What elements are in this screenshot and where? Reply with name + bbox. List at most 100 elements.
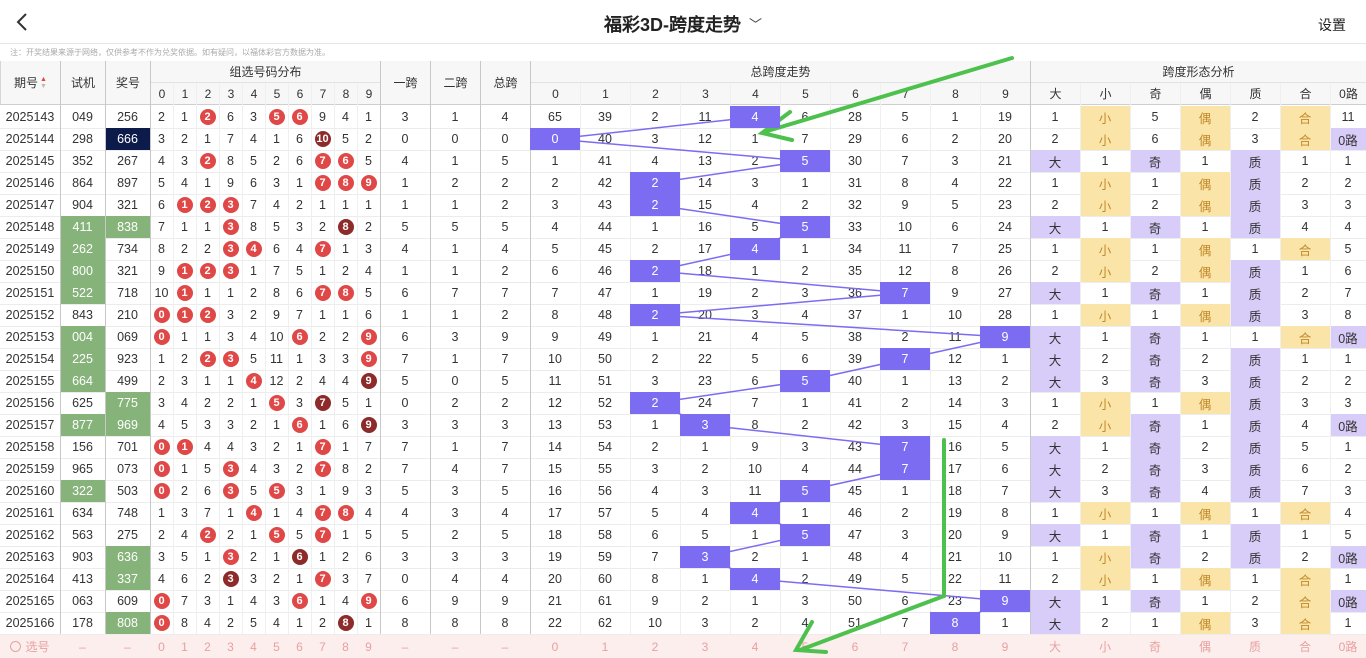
dist-ball: 9 [360, 351, 377, 367]
trend-cell: 18 [948, 484, 962, 498]
footer-dash: – [401, 639, 409, 654]
footer-trend-digit[interactable]: 9 [1001, 639, 1009, 654]
trend-cell: 17 [548, 506, 562, 520]
footer-trend-digit[interactable]: 8 [951, 639, 959, 654]
dist-cell: 7 [311, 150, 334, 172]
footer-dist-digit[interactable]: 8 [342, 639, 349, 654]
draw-cell: 337 [105, 568, 150, 590]
dist-cell: 7 [311, 238, 334, 260]
footer-dist-digit[interactable]: 3 [227, 639, 234, 654]
footer-dist-digit[interactable]: 5 [273, 639, 280, 654]
dist-cell: 2 [296, 374, 303, 388]
span1-cell: 6 [401, 594, 409, 608]
footer-form-item[interactable]: 奇 [1148, 640, 1161, 654]
page-title[interactable]: 福彩3D-跨度走势 ﹀ [0, 11, 1366, 37]
trend-cell: 3 [801, 286, 809, 300]
trial-cell: 965 [72, 462, 93, 476]
trend-cell: 2 [751, 154, 759, 168]
form-cell: 2 [1201, 550, 1209, 564]
footer-trend-digit[interactable]: 4 [751, 639, 759, 654]
dist-cell: 0 [150, 458, 173, 480]
footer-form-item[interactable]: 合 [1298, 640, 1311, 654]
footer-dist-digit[interactable]: 7 [319, 639, 326, 654]
form-cell: 奇 [1130, 480, 1180, 502]
dist-cell: 3 [181, 154, 188, 168]
dist-ball: 7 [314, 241, 331, 257]
draw-cell: 775 [105, 392, 150, 414]
dist-cell: 1 [342, 242, 349, 256]
dist-ball: 1 [176, 307, 193, 323]
footer-trend-digit[interactable]: 6 [851, 639, 859, 654]
total-span-cell: 9 [501, 330, 509, 344]
dist-cell: 4 [342, 374, 349, 388]
dist-cell: 1 [227, 286, 234, 300]
footer-dist-digit[interactable]: 9 [365, 639, 372, 654]
footer-form-item[interactable]: 偶 [1198, 640, 1211, 654]
span2-cell: 4 [451, 572, 459, 586]
page-title-text: 福彩3D-跨度走势 [603, 15, 741, 35]
dist-cell: 7 [365, 572, 372, 586]
form-cell: 0路 [1330, 326, 1366, 348]
dist-ball: 7 [314, 571, 331, 587]
trial-cell: 225 [60, 348, 105, 370]
dist-cell: 1 [227, 594, 234, 608]
footer-trend-digit[interactable]: 3 [701, 639, 709, 654]
footer-dist-digit[interactable]: 6 [296, 639, 303, 654]
form-cell: 大 [1030, 612, 1080, 634]
footer-dash: – [79, 639, 86, 654]
total-span-cell: 0 [501, 132, 509, 146]
trend-cell: 11 [698, 110, 712, 124]
footer-form-item[interactable]: 质 [1248, 640, 1261, 654]
period-cell: 2025149 [5, 242, 55, 256]
trial-cell: 864 [72, 176, 93, 190]
footer-dist-digit[interactable]: 0 [158, 639, 165, 654]
chevron-down-icon[interactable]: ﹀ [749, 17, 763, 32]
trend-cell: 1 [651, 418, 659, 432]
trend-cell: 10 [998, 550, 1012, 564]
footer-dist-digit[interactable]: 2 [204, 639, 211, 654]
form-cell: 1 [1151, 176, 1159, 190]
footer-dist-digit[interactable]: 4 [250, 639, 257, 654]
footer-trend-digit[interactable]: 0 [551, 639, 559, 654]
trend-cell: 7 [951, 242, 959, 256]
dist-cell: 3 [273, 176, 280, 190]
dist-cell: 11 [270, 352, 283, 366]
header-period[interactable]: 期号▲▼ [0, 61, 60, 105]
settings-button[interactable]: 设置 [1318, 17, 1346, 33]
trial-cell: 877 [60, 414, 105, 436]
dist-ball: 0 [153, 461, 170, 477]
form-cell: 奇 [1130, 414, 1180, 436]
footer-form-item[interactable]: 大 [1048, 640, 1061, 654]
span-hit-cell: 2 [630, 194, 680, 216]
dist-cell: 1 [342, 308, 349, 322]
span-hit-cell: 8 [930, 612, 980, 634]
span1-cell: 5 [401, 220, 409, 234]
dist-cell: 4 [319, 374, 326, 388]
dist-cell: 5 [265, 106, 288, 128]
trend-cell: 6 [901, 132, 909, 146]
footer-form-item[interactable]: 小 [1098, 640, 1111, 654]
dist-ball: 6 [291, 109, 308, 125]
footer-trend-digit[interactable]: 5 [801, 639, 809, 654]
radio-icon[interactable] [10, 641, 22, 652]
select-label[interactable]: 选号 [0, 635, 60, 658]
footer-trend-digit[interactable]: 7 [901, 639, 909, 654]
form-cell: 奇 [1130, 524, 1180, 546]
footer-form-item[interactable]: 0路 [1338, 640, 1358, 654]
dist-cell: 2 [365, 132, 372, 146]
draw-cell: 499 [117, 374, 138, 388]
footer-trend-digit[interactable]: 2 [651, 639, 659, 654]
total-span-cell: 7 [501, 352, 509, 366]
footer-dist-digit[interactable]: 1 [181, 639, 188, 654]
span2-cell: 1 [451, 352, 459, 366]
footer-trend-digit[interactable]: 1 [601, 639, 609, 654]
period-cell: 2025161 [5, 506, 55, 520]
form-cell: 2 [1051, 264, 1059, 278]
dist-cell: 4 [181, 528, 188, 542]
back-arrow-icon[interactable] [12, 10, 34, 34]
dist-cell: 2 [273, 440, 280, 454]
dist-ball: 7 [314, 395, 331, 411]
sort-icon[interactable]: ▲▼ [40, 75, 47, 90]
trend-cell: 1 [1001, 616, 1009, 630]
form-cell: 偶 [1180, 238, 1230, 260]
